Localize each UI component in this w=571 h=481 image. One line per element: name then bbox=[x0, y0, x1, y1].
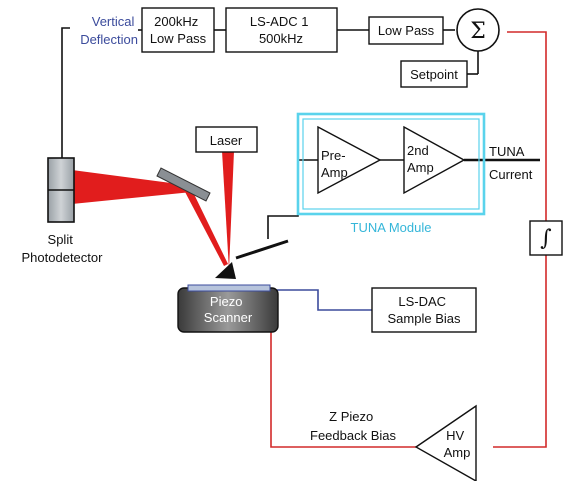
svg-text:Σ: Σ bbox=[470, 19, 486, 44]
laser-beam bbox=[72, 151, 234, 270]
svg-text:2nd Amp: 2nd Amp bbox=[407, 143, 434, 175]
svg-text:LS-DAC Sample Bias: LS-DAC Sample Bias bbox=[388, 294, 461, 326]
setpoint-box: Setpoint bbox=[400, 60, 468, 88]
split-photodetector-label: Split Photodetector bbox=[22, 232, 104, 265]
second-amp: 2nd Amp bbox=[403, 125, 466, 195]
z-piezo-feedback-label: Z Piezo Feedback Bias bbox=[310, 409, 396, 443]
piezo-scanner-label: Piezo Scanner bbox=[204, 294, 253, 325]
piezo-scanner: Piezo Scanner bbox=[177, 284, 279, 333]
ls-dac-box: LS-DAC Sample Bias bbox=[371, 287, 477, 333]
cantilever bbox=[235, 239, 289, 260]
feedback-loop-wire bbox=[270, 31, 547, 448]
ls-adc-box: LS-ADC 1 500kHz bbox=[225, 7, 338, 53]
integrator-box: ∫ bbox=[529, 220, 563, 256]
low-pass-box: Low Pass bbox=[368, 16, 444, 45]
svg-text:LS-ADC 1 500kHz: LS-ADC 1 500kHz bbox=[250, 14, 312, 46]
pre-amp: Pre- Amp bbox=[317, 125, 382, 195]
vertical-deflection-label: Vertical Deflection bbox=[80, 14, 138, 47]
tuna-module: TUNA Module bbox=[296, 112, 486, 235]
low-pass-200khz-box: 200kHz Low Pass bbox=[141, 7, 215, 53]
signal-wires bbox=[61, 27, 540, 239]
svg-text:Setpoint: Setpoint bbox=[410, 67, 458, 82]
sample-bias-wire bbox=[268, 289, 372, 311]
svg-text:200kHz Low Pass: 200kHz Low Pass bbox=[150, 14, 207, 46]
laser-mirror bbox=[156, 167, 211, 202]
svg-text:Laser: Laser bbox=[210, 133, 243, 148]
summing-junction: Σ bbox=[456, 8, 500, 52]
split-photodetector bbox=[47, 157, 75, 223]
tuna-module-label: TUNA Module bbox=[351, 220, 432, 235]
svg-text:HV Amp: HV Amp bbox=[444, 428, 471, 460]
svg-text:Pre- Amp: Pre- Amp bbox=[321, 148, 349, 180]
tuna-current-label: TUNA Current bbox=[489, 144, 533, 182]
svg-text:∫: ∫ bbox=[540, 226, 552, 251]
cantilever-tip bbox=[215, 262, 236, 279]
hv-amp: HV Amp bbox=[414, 404, 477, 481]
svg-text:Low Pass: Low Pass bbox=[378, 23, 435, 38]
laser-box: Laser bbox=[195, 126, 258, 153]
